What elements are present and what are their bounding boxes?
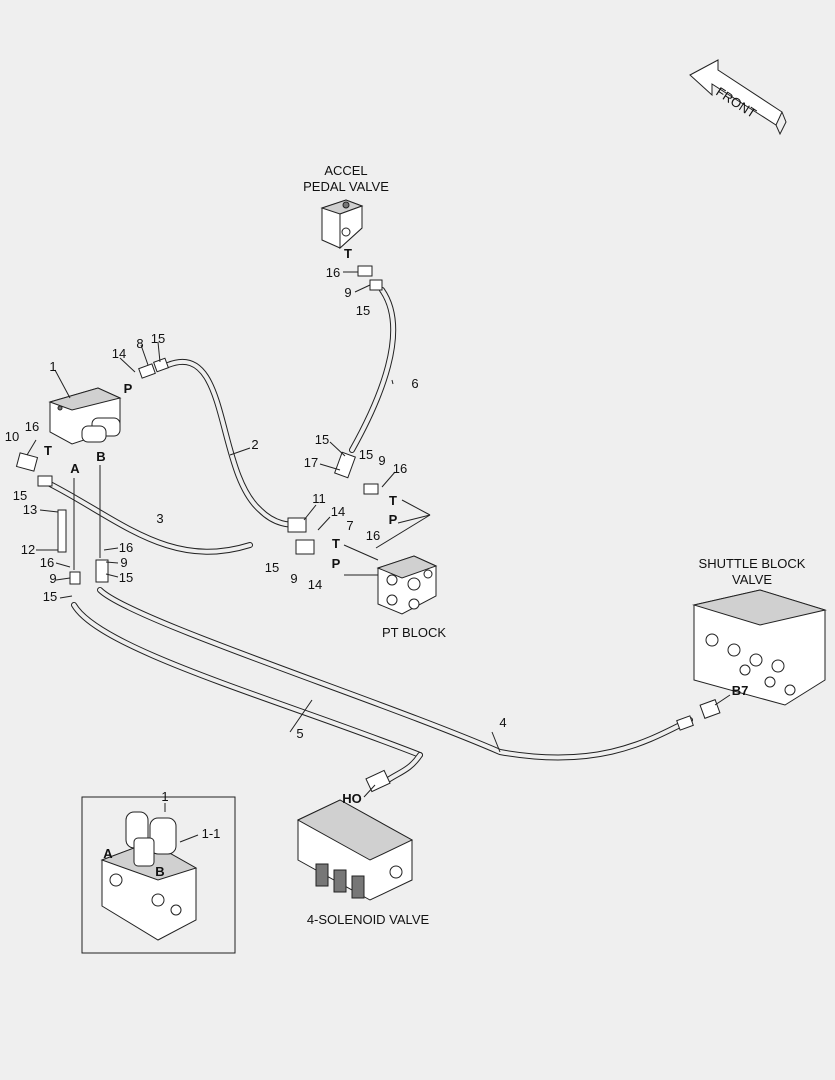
accel-caption-line1: ACCEL [324, 163, 367, 178]
main-valve-block [48, 387, 122, 445]
callout: 13 [23, 502, 37, 517]
callout: 9 [120, 555, 127, 570]
callout: 1 [161, 789, 168, 804]
callout: 16 [326, 265, 340, 280]
inset-port-b: B [155, 864, 164, 879]
callout: 9 [290, 571, 297, 586]
shuttle-caption-line2: VALVE [732, 572, 772, 587]
callout: 14 [112, 346, 126, 361]
callout: 15 [265, 560, 279, 575]
hose-6 [349, 287, 397, 453]
port-b7: B7 [732, 683, 749, 698]
callout: 16 [40, 555, 54, 570]
callout: 16 [25, 419, 39, 434]
port-b: B [96, 449, 105, 464]
pt-block-caption: PT BLOCK [382, 625, 446, 640]
leader-lines [26, 271, 731, 843]
callout: 16 [393, 461, 407, 476]
fittings [15, 265, 721, 793]
callout: 16 [366, 528, 380, 543]
callout: 15 [359, 447, 373, 462]
callout: 3 [156, 511, 163, 526]
port-labels: T P T A B T P T P B7 HO A B [44, 246, 748, 879]
accel-pedal-valve [320, 199, 364, 250]
callout: 8 [136, 336, 143, 351]
callout: 7 [346, 518, 353, 533]
callout: 9 [378, 453, 385, 468]
callout: 10 [5, 429, 19, 444]
four-solenoid-valve [296, 799, 414, 901]
callout: 14 [308, 577, 322, 592]
callout: 15 [315, 432, 329, 447]
inset-frame [81, 796, 236, 954]
port-a: A [70, 461, 80, 476]
port-t-left: T [44, 443, 52, 458]
port-t-accel: T [344, 246, 352, 261]
solenoid-caption: 4-SOLENOID VALVE [307, 912, 430, 927]
port-t-pt2: T [332, 536, 340, 551]
callout: 9 [344, 285, 351, 300]
shuttle-caption-line1: SHUTTLE BLOCK [699, 556, 806, 571]
inset-port-a: A [103, 846, 113, 861]
accel-caption-line2: PEDAL VALVE [303, 179, 389, 194]
hose-3 [47, 481, 253, 555]
pt-block [376, 555, 438, 615]
hose-5-tail [385, 752, 423, 783]
callout: 17 [304, 455, 318, 470]
callout: 5 [296, 726, 303, 741]
callout: 15 [356, 303, 370, 318]
port-p-top: P [124, 381, 133, 396]
hose-5 [71, 602, 423, 758]
hose-4 [97, 587, 693, 761]
callout-numbers: 1 10 16 15 14 8 15 2 16 9 15 6 15 17 15 … [5, 265, 507, 841]
callout: 16 [119, 540, 133, 555]
port-p-pt1: P [389, 512, 398, 527]
callout: 14 [331, 504, 345, 519]
callout: 15 [13, 488, 27, 503]
callout: 15 [151, 331, 165, 346]
callout: 15 [43, 589, 57, 604]
callout: 2 [251, 437, 258, 452]
front-arrow: FRONT [689, 59, 787, 136]
port-p-pt2: P [332, 556, 341, 571]
port-ho: HO [342, 791, 362, 806]
callout: 9 [49, 571, 56, 586]
shuttle-block-valve [692, 589, 827, 706]
hose-2 [165, 359, 301, 528]
callout: 11 [312, 491, 326, 506]
callout: 4 [499, 715, 506, 730]
callout: 1-1 [202, 826, 221, 841]
port-t-pt1: T [389, 493, 397, 508]
callout: 6 [411, 376, 418, 391]
callout: 1 [49, 359, 56, 374]
inset-valve-block [100, 811, 198, 941]
callout: 12 [21, 542, 35, 557]
callout: 15 [119, 570, 133, 585]
